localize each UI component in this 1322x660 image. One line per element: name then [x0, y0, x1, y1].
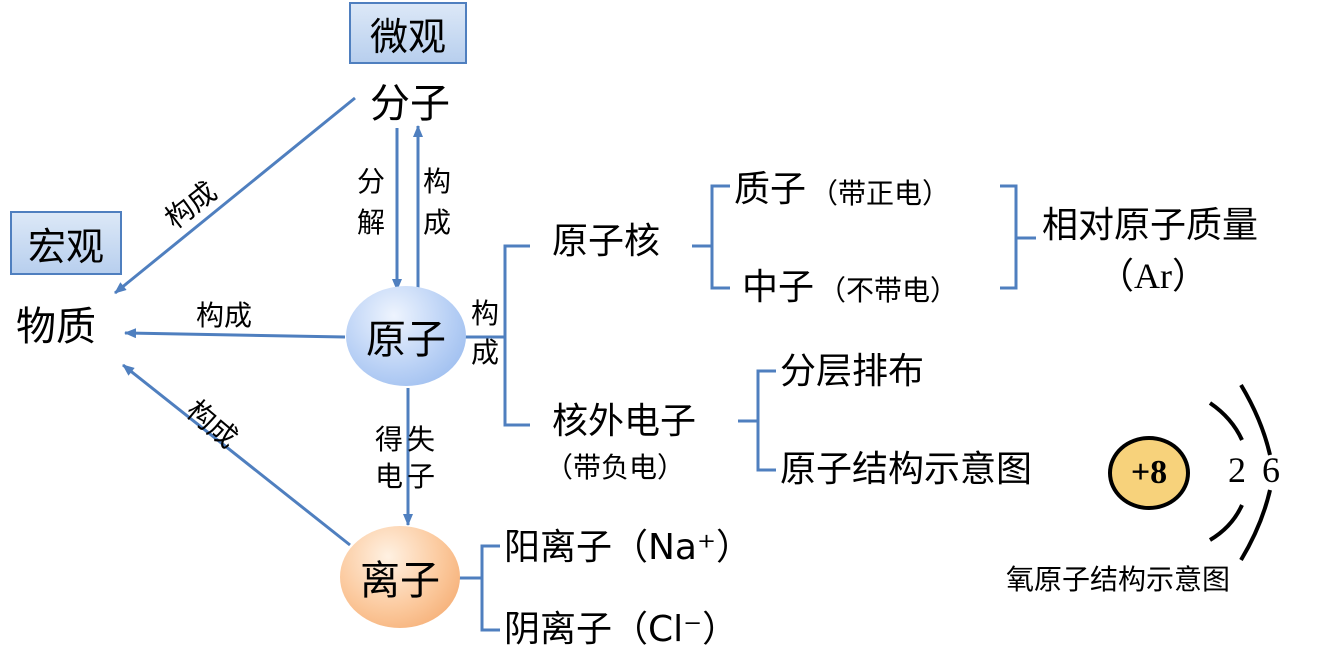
nucleus-composition-bracket	[692, 184, 730, 290]
electrons-note: （带负电）	[545, 451, 686, 484]
ion-node: 离子	[340, 526, 460, 628]
edge-label-atom-matter: 构成	[196, 299, 253, 332]
anion-node: 阴离子（Cl⁻）	[504, 609, 739, 650]
arrow-atom-to-matter	[124, 328, 346, 339]
atom-node: 原子	[346, 286, 466, 386]
edge-label-constitute-up: 构 成	[422, 164, 452, 240]
atom-composition-bracket	[465, 244, 530, 427]
ion-bracket	[455, 544, 500, 632]
arrow-molecule-to-matter	[114, 96, 356, 295]
atom-composition-char-2: 成	[470, 336, 499, 369]
relative-mass-node: 相对原子质量	[1042, 205, 1259, 246]
neutron-node: 中子	[742, 267, 815, 308]
molecule-node: 分子	[370, 81, 450, 127]
edge-label-gain-lose-1: 得失	[375, 423, 440, 456]
oxygen-diagram-caption: 氧原子结构示意图	[1006, 563, 1231, 596]
relative-mass-bracket	[1000, 184, 1036, 290]
edge-label-decompose: 分 解	[356, 164, 386, 240]
electrons-bracket	[738, 369, 776, 472]
electrons-node: 核外电子	[552, 401, 697, 442]
arrow-ion-to-matter	[122, 363, 351, 547]
atom-composition-char-1: 构	[470, 297, 499, 330]
edge-label-gain-lose-2: 电子	[375, 460, 440, 493]
oxygen-nucleus: +8	[1108, 436, 1190, 510]
matter-node: 物质	[16, 304, 96, 350]
nucleus-node: 原子核	[552, 221, 661, 262]
layered-arrangement-node: 分层排布	[780, 351, 925, 392]
constitute-up-char-1: 构	[422, 165, 451, 198]
relative-mass-symbol: （Ar）	[1098, 256, 1208, 296]
macro-level-label: 宏观	[27, 224, 104, 269]
oxygen-nucleus-charge: +8	[1130, 454, 1168, 491]
proton-note: （带正电）	[810, 177, 951, 210]
proton-node: 质子	[734, 169, 807, 210]
macro-level-box: 宏观	[10, 211, 122, 275]
decompose-char-1: 分	[356, 165, 385, 198]
ion-label: 离子	[360, 558, 440, 604]
micro-level-box: 微观	[349, 2, 467, 64]
atom-label: 原子	[366, 317, 446, 363]
oxygen-shell-1-electrons: 2	[1228, 450, 1246, 490]
cation-node: 阳离子（Na⁺）	[504, 527, 752, 568]
neutron-note: （不带电）	[818, 274, 959, 307]
edge-label-atom-composition: 构 成	[470, 296, 500, 370]
constitute-up-char-2: 成	[422, 206, 451, 239]
oxygen-shell-2-electrons: 6	[1262, 450, 1280, 490]
decompose-char-2: 解	[356, 206, 385, 239]
structure-diagram-node: 原子结构示意图	[780, 449, 1033, 490]
micro-level-label: 微观	[369, 14, 446, 59]
electron-shells	[1208, 383, 1272, 562]
